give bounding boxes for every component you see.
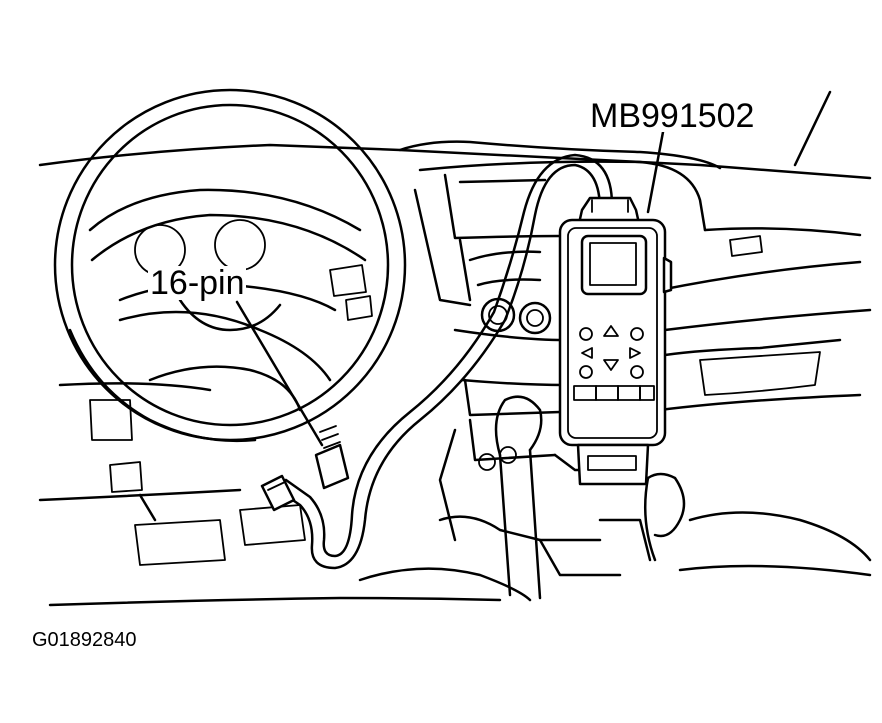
diagnostic-cable	[260, 153, 614, 570]
tool-part-number-label: MB991502	[590, 97, 754, 135]
floor-and-seats	[38, 382, 872, 607]
connector-label-bg	[148, 266, 246, 300]
center-console	[413, 188, 652, 577]
steering-wheel	[53, 88, 407, 443]
tool-leader-line	[646, 130, 665, 214]
connector-label: 16-pin	[150, 264, 245, 302]
leader-lines	[235, 130, 665, 447]
shift-lever	[494, 395, 686, 600]
scan-tool-mb991502	[558, 196, 673, 486]
connector-leader-line	[235, 300, 324, 447]
tool-label-bg	[588, 96, 780, 132]
dashboard-outline	[38, 90, 872, 412]
figure-id: G01892840	[32, 629, 137, 651]
